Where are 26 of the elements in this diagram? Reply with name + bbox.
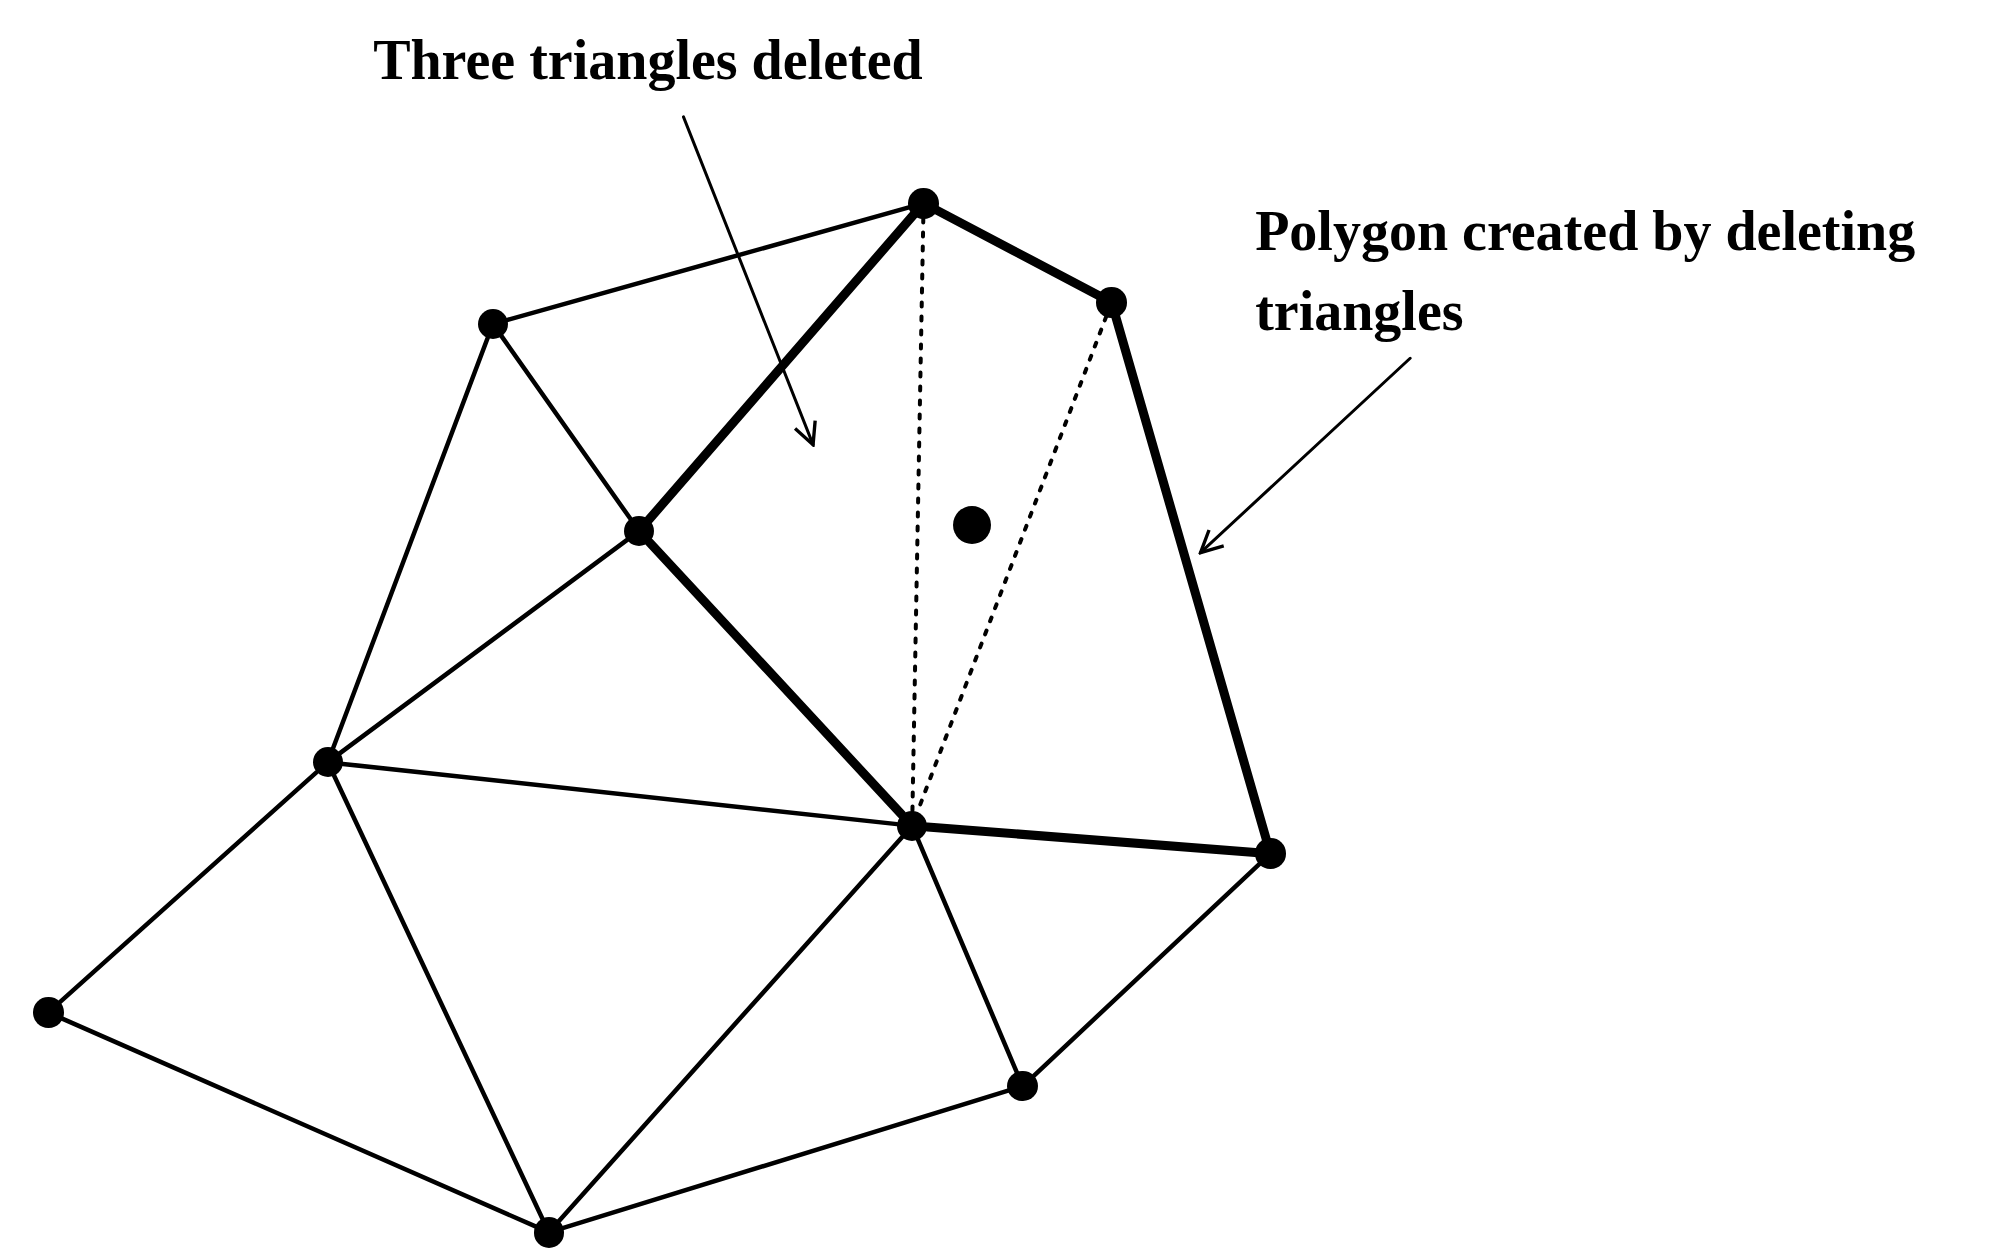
- removed-vertex-dot: [952, 505, 991, 544]
- mesh-edge: [556, 834, 905, 1224]
- mesh-edge: [499, 334, 633, 521]
- vertex-dot: [1255, 838, 1286, 869]
- callout-text: Three triangles deleted: [317, 20, 979, 101]
- mesh-edge: [337, 537, 630, 756]
- vertex-dot: [33, 997, 64, 1028]
- mesh-edge: [1031, 861, 1262, 1078]
- leader-arrow: [1198, 356, 1412, 555]
- thick-edge: [644, 210, 919, 524]
- mesh-edge: [330, 335, 490, 751]
- callout-text: Polygon created by deleting triangles: [1255, 190, 1980, 351]
- vertex-dot: [908, 188, 939, 219]
- vertex-dot: [1096, 287, 1127, 318]
- dotted-edge: [910, 216, 926, 813]
- vertex-dot: [477, 308, 509, 340]
- vertex-dot: [312, 747, 343, 778]
- mesh-edge: [57, 770, 319, 1005]
- leader-arrow: [682, 115, 817, 447]
- thick-edge: [644, 537, 907, 820]
- mesh-edge: [60, 1016, 538, 1229]
- mesh-edge: [332, 773, 545, 1221]
- mesh-edge: [561, 1088, 1011, 1231]
- vertex-dot: [1007, 1070, 1038, 1102]
- vertex-dot: [533, 1217, 565, 1248]
- mesh-edge: [915, 837, 1019, 1075]
